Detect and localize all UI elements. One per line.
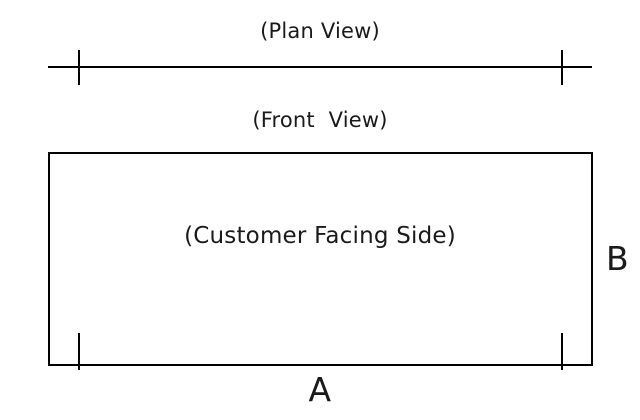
front-view-rectangle bbox=[48, 152, 593, 366]
dimension-label-b: B bbox=[606, 239, 630, 278]
front-view-tick-right bbox=[561, 333, 563, 370]
customer-facing-side-label: (Customer Facing Side) bbox=[184, 223, 456, 249]
plan-view-tick-left bbox=[78, 50, 80, 85]
plan-view-tick-right bbox=[561, 50, 563, 85]
front-view-label: (Front View) bbox=[252, 108, 388, 132]
plan-view-label: (Plan View) bbox=[260, 19, 380, 43]
front-view-tick-left bbox=[78, 333, 80, 370]
plan-view-dimension-line bbox=[48, 66, 592, 68]
plan-view-dimension-group bbox=[0, 0, 640, 100]
dimension-label-a: A bbox=[308, 370, 332, 409]
